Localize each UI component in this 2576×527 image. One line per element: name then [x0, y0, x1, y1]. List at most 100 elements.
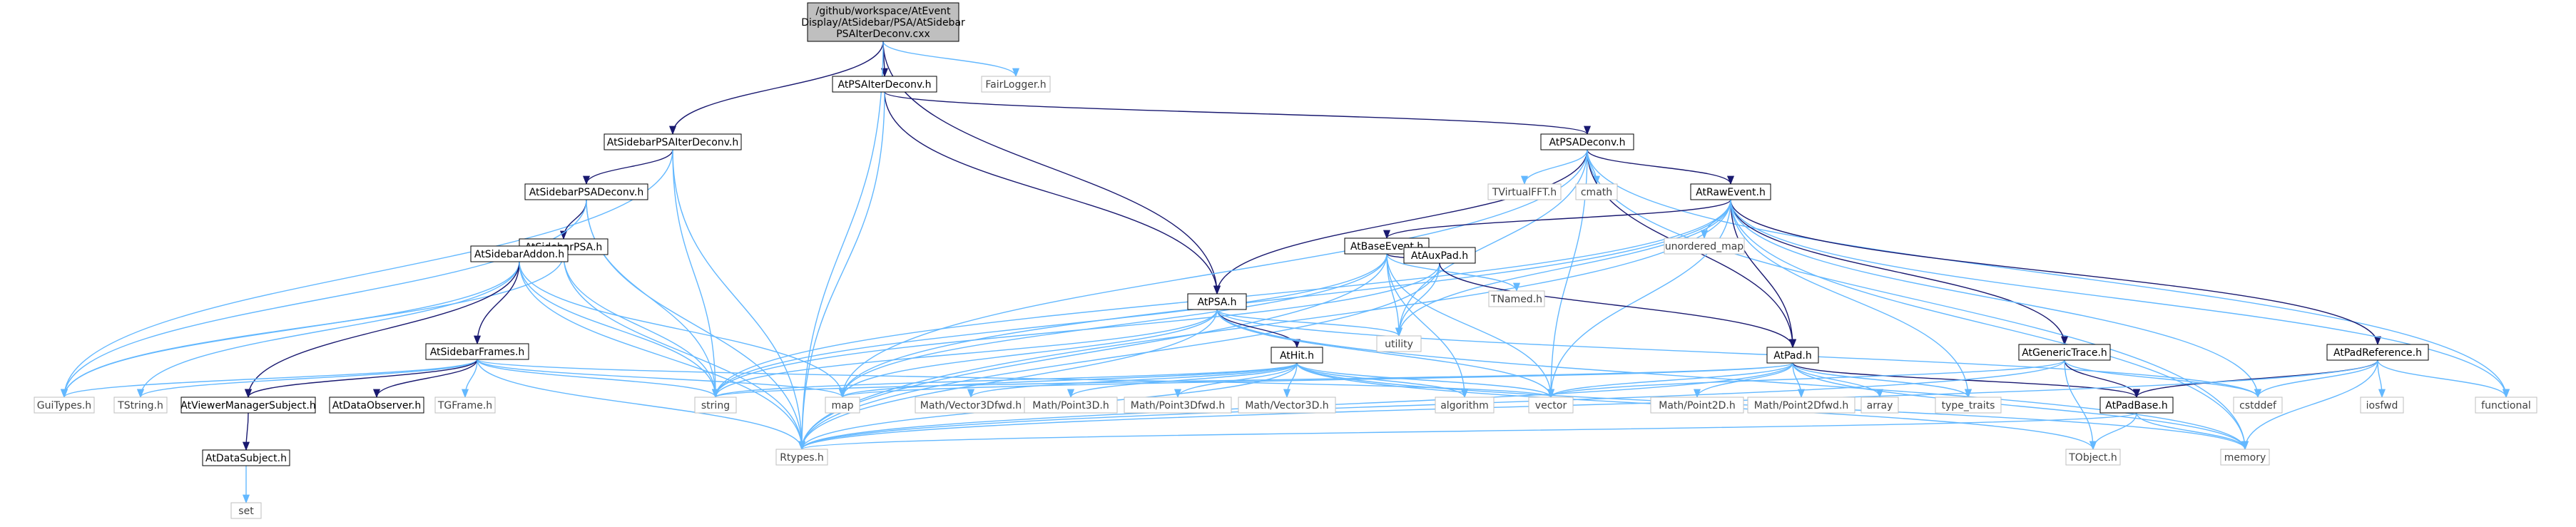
- edge-atpad_h-to-point2d: [1694, 362, 1793, 399]
- node-atsidebaraddon_h[interactable]: AtSidebarAddon.h: [470, 245, 569, 262]
- edge-atviewermanagersubject_h-to-atdatasubject_h: [242, 412, 250, 451]
- edge-atpsadeconv_h-to-atrawevent_h: [1587, 149, 1734, 185]
- node-box: [1024, 396, 1118, 414]
- node-atpad_h[interactable]: AtPad.h: [1766, 347, 1819, 364]
- node-label: AtPSAIterDeconv.h: [838, 79, 931, 91]
- node-box: [34, 396, 95, 414]
- node-atpadbase_h[interactable]: AtPadBase.h: [2099, 396, 2174, 414]
- edge-atpsa_h-to-vector: [1216, 309, 1554, 399]
- edge-atsidebarpsadeconv_h-to-atsidebarpsa_h: [559, 199, 587, 240]
- node-label: vector: [1535, 400, 1567, 411]
- edge-atsidebaraddon_h-to-atsidebarframes_h: [473, 261, 520, 345]
- node-map: map: [825, 396, 860, 414]
- node-tstring: TString.h: [113, 396, 168, 414]
- node-label: AtRawEvent.h: [1696, 187, 1766, 198]
- node-box: [1271, 347, 1323, 364]
- edge-atauxpad_h-to-utility: [1395, 262, 1440, 337]
- node-utility: utility: [1376, 335, 1422, 352]
- node-atsidebarpsaiterdeconv_h[interactable]: AtSidebarPSAIterDeconv.h: [604, 133, 742, 150]
- node-unordered_map: unordered_map: [1664, 237, 1745, 255]
- node-label: TString.h: [117, 400, 163, 411]
- node-box: [434, 396, 496, 414]
- node-box: [1376, 335, 1422, 352]
- edge-athit_h-to-string: [712, 362, 1298, 399]
- node-tobject: TObject.h: [2065, 449, 2121, 466]
- edge-root-to-rtypes: [798, 41, 884, 451]
- node-atrawevent_h[interactable]: AtRawEvent.h: [1690, 183, 1771, 200]
- edge-atsidebarframes_h-to-map: [477, 359, 846, 399]
- edge-atauxpad_h-to-atpad_h: [1439, 262, 1796, 349]
- node-atviewermanagersubject_h[interactable]: AtViewerManagerSubject.h: [180, 396, 316, 414]
- node-label: cstddef: [2239, 400, 2277, 411]
- node-atgenerictrace_h[interactable]: AtGenericTrace.h: [2018, 344, 2111, 361]
- edge-atsidebarpsadeconv_h-to-guitypes: [61, 199, 587, 399]
- node-atpsa_h[interactable]: AtPSA.h: [1187, 293, 1247, 310]
- node-atpsaiterdeconv_h[interactable]: AtPSAIterDeconv.h: [832, 76, 937, 93]
- edge-atpsadeconv_h-to-atpsa_h: [1213, 149, 1588, 295]
- root-file-node[interactable]: /github/workspace/AtEventDisplay/AtSideb…: [801, 2, 965, 42]
- edge-atrawevent_h-to-memory: [1730, 199, 2249, 451]
- node-atpsadeconv_h[interactable]: AtPSADeconv.h: [1540, 133, 1634, 150]
- edge-atpadbase_h-to-memory: [2136, 412, 2249, 451]
- node-atpadreference_h[interactable]: AtPadReference.h: [2326, 344, 2429, 361]
- edge-atsidebarframes_h-to-tstring: [137, 359, 478, 399]
- node-array: array: [1860, 396, 1899, 414]
- edge-atgenerictrace_h-to-rtypes: [798, 359, 2065, 451]
- node-label: Math/Point3Dfwd.h: [1131, 400, 1226, 411]
- edge-atpsaiterdeconv_h-to-atpsadeconv_h: [884, 91, 1591, 135]
- node-label: algorithm: [1440, 400, 1489, 411]
- edge-atpadbase_h-to-tobject: [2089, 412, 2137, 451]
- node-box: [425, 343, 529, 360]
- node-box: [202, 449, 290, 466]
- edge-athit_h-to-vector3dfwd: [967, 362, 1298, 399]
- edge-atsidebarframes_h-to-atdataobserver_h: [373, 359, 478, 399]
- edge-atrawevent_h-to-atpad_h: [1730, 199, 1797, 349]
- edge-atsidebaraddon_h-to-atviewermanagersubject_h: [245, 261, 520, 399]
- edge-atsidebaraddon_h-to-guitypes: [61, 261, 520, 399]
- node-tgframe: TGFrame.h: [434, 396, 496, 414]
- node-box: [1238, 396, 1336, 414]
- node-box: [1690, 183, 1771, 200]
- edge-atpsa_h-to-map: [839, 309, 1218, 399]
- node-memory: memory: [2220, 449, 2270, 466]
- edge-atrawevent_h-to-cstddef: [1730, 199, 2261, 399]
- node-tnamed: TNamed.h: [1488, 290, 1545, 307]
- node-vector: vector: [1528, 396, 1574, 414]
- node-label: AtAuxPad.h: [1411, 250, 1468, 262]
- edge-atsidebaraddon_h-to-rtypes: [519, 261, 806, 451]
- edge-atpsadeconv_h-to-utility: [1395, 149, 1588, 337]
- edge-athit_h-to-map: [839, 362, 1298, 399]
- node-label: GuiTypes.h: [37, 400, 91, 411]
- node-box: [230, 502, 262, 519]
- node-box: [524, 183, 648, 200]
- node-label: TGFrame.h: [437, 400, 492, 411]
- node-label: Math/Point2Dfwd.h: [1754, 400, 1849, 411]
- edge-atpad_h-to-array: [1792, 362, 1883, 399]
- node-atsidebarframes_h[interactable]: AtSidebarFrames.h: [425, 343, 529, 360]
- node-atdatasubject_h[interactable]: AtDataSubject.h: [202, 449, 290, 466]
- node-label: iosfwd: [2366, 400, 2398, 411]
- node-label: cmath: [1581, 187, 1612, 198]
- node-iosfwd: iosfwd: [2360, 396, 2404, 414]
- node-label: type_traits: [1942, 400, 1995, 411]
- edge-athit_h-to-vector: [1296, 362, 1554, 399]
- edge-atrawevent_h-to-vector: [1547, 199, 1731, 399]
- edge-atsidebarpsa_h-to-rtypes: [563, 254, 806, 451]
- node-point3d: Math/Point3D.h: [1024, 396, 1118, 414]
- node-atsidebarpsadeconv_h[interactable]: AtSidebarPSADeconv.h: [524, 183, 648, 200]
- node-algorithm: algorithm: [1435, 396, 1495, 414]
- node-box: [2475, 396, 2537, 414]
- node-atdataobserver_h[interactable]: AtDataObserver.h: [329, 396, 424, 414]
- node-athit_h[interactable]: AtHit.h: [1271, 347, 1323, 364]
- node-box: [775, 449, 828, 466]
- node-atauxpad_h[interactable]: AtAuxPad.h: [1403, 247, 1476, 264]
- node-cmath: cmath: [1575, 183, 1618, 200]
- node-box: [1860, 396, 1899, 414]
- node-set: set: [230, 502, 262, 519]
- edge-atpsadeconv_h-to-functional: [1587, 149, 2510, 399]
- edge-atpsaiterdeconv_h-to-atpsa_h: [884, 91, 1221, 295]
- node-label: AtSidebarAddon.h: [474, 249, 564, 260]
- edge-atpsa_h-to-string: [712, 309, 1218, 399]
- graph-nodes: /github/workspace/AtEventDisplay/AtSideb…: [34, 2, 2537, 519]
